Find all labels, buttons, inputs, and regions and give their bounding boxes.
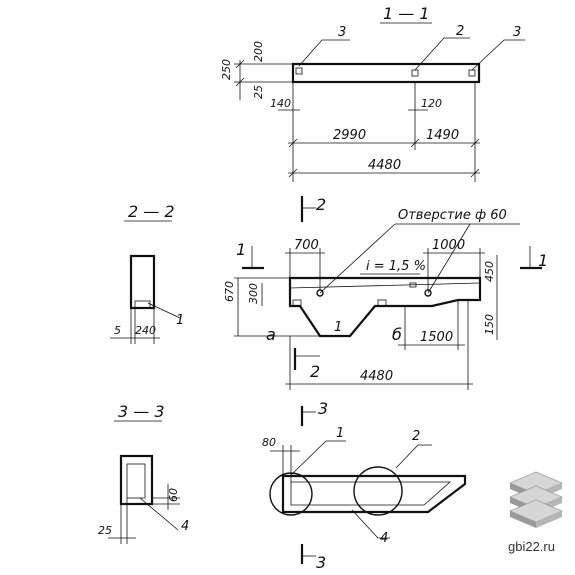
section-3-3-title: 3 — 3 [118, 402, 165, 421]
callout-2: 2 [412, 429, 420, 444]
dim-120: 120 [421, 97, 442, 110]
section-3-3: 3 — 3 4 60 25 [98, 402, 189, 544]
dim-25: 25 [252, 85, 265, 99]
opening-left [295, 67, 303, 75]
plan-inner [290, 481, 452, 506]
beam-section [129, 254, 156, 310]
callout-3-left: 3 [338, 25, 346, 40]
opening-middle [411, 69, 419, 77]
plan-outline [281, 474, 467, 514]
dim-670: 670 [223, 281, 236, 302]
dim-5: 5 [114, 324, 121, 337]
dim-250: 250 [220, 59, 233, 80]
dim-1000: 1000 [432, 238, 465, 253]
tick [235, 59, 245, 69]
cut-mark-3-top: 3 [318, 399, 328, 418]
callout-4: 4 [380, 531, 388, 546]
watermark-text: gbi22.ru [508, 539, 555, 554]
callout-3-right: 3 [513, 25, 521, 40]
plate-a [292, 299, 302, 307]
tick [470, 168, 480, 178]
leader-2 [395, 444, 432, 469]
tick [470, 138, 480, 148]
leader-1 [147, 302, 181, 319]
tick [288, 138, 298, 148]
dim-60: 60 [167, 488, 180, 502]
leader-hole-2 [427, 223, 471, 294]
section-2-2-title: 2 — 2 [128, 202, 175, 221]
leader-3-right [471, 39, 525, 71]
dim-150: 150 [483, 314, 496, 335]
section-1-1-title: 1 — 1 [383, 4, 430, 23]
leader-4 [139, 497, 179, 531]
dim-1490: 1490 [426, 128, 459, 143]
cut-mark-1-right: 1 [538, 251, 548, 270]
callout-4: 4 [181, 519, 189, 534]
dim-80: 80 [262, 436, 276, 449]
opening-right [468, 69, 476, 77]
section-2-2: 2 — 2 1 5 240 [110, 202, 184, 344]
slope-line [289, 282, 481, 289]
hole-note: Отверстие ф 60 [398, 208, 507, 223]
dim-1500: 1500 [420, 330, 453, 345]
cut-mark-2-top: 2 [316, 195, 326, 214]
inner-plate [134, 300, 151, 309]
dim-700: 700 [294, 238, 319, 253]
beam-elevation [288, 276, 482, 338]
tick [288, 168, 298, 178]
slab-stack-logo [509, 471, 563, 528]
leader-4 [351, 509, 390, 539]
channel-section-inner [126, 463, 146, 499]
leader-3-left [298, 39, 350, 67]
callout-1: 1 [176, 313, 184, 328]
dim-240: 240 [135, 324, 156, 337]
letter-b: б [392, 325, 402, 344]
leader-2 [414, 37, 470, 71]
callout-2: 2 [456, 24, 464, 39]
detail-circle-2 [353, 466, 403, 516]
dim-300: 300 [247, 283, 260, 304]
dim-2990: 2990 [333, 128, 366, 143]
dim-4480: 4480 [368, 158, 401, 173]
plan-view: 3 1 2 4 80 3 [262, 399, 467, 572]
callout-1: 1 [336, 426, 344, 441]
dim-450: 450 [483, 261, 496, 282]
cut-mark-2-bottom: 2 [310, 362, 320, 381]
section-1-1: 1 — 1 3 2 3 250 200 25 140 120 [220, 4, 525, 182]
cut-mark-3-bottom: 3 [316, 553, 326, 572]
slab-section [291, 62, 481, 84]
cut-mark-1-left: 1 [236, 240, 246, 259]
dim-200: 200 [252, 41, 265, 62]
elevation-view: 2 Отверстие ф 60 1 1 i = 1,5 % 1 700 100… [223, 195, 548, 390]
channel-section-outer [119, 454, 154, 506]
callout-1: 1 [334, 320, 342, 335]
dim-25: 25 [98, 524, 112, 537]
dim-140: 140 [270, 97, 291, 110]
letter-a: а [266, 325, 276, 344]
leader-1 [290, 440, 346, 476]
slope-label: i = 1,5 % [366, 259, 426, 274]
plate-b [377, 299, 387, 307]
watermark: gbi22.ru [508, 471, 563, 554]
leader-hole-1 [319, 223, 396, 294]
dim-4480: 4480 [360, 369, 393, 384]
tick [410, 138, 420, 148]
opening [409, 282, 417, 288]
tick [235, 77, 245, 87]
